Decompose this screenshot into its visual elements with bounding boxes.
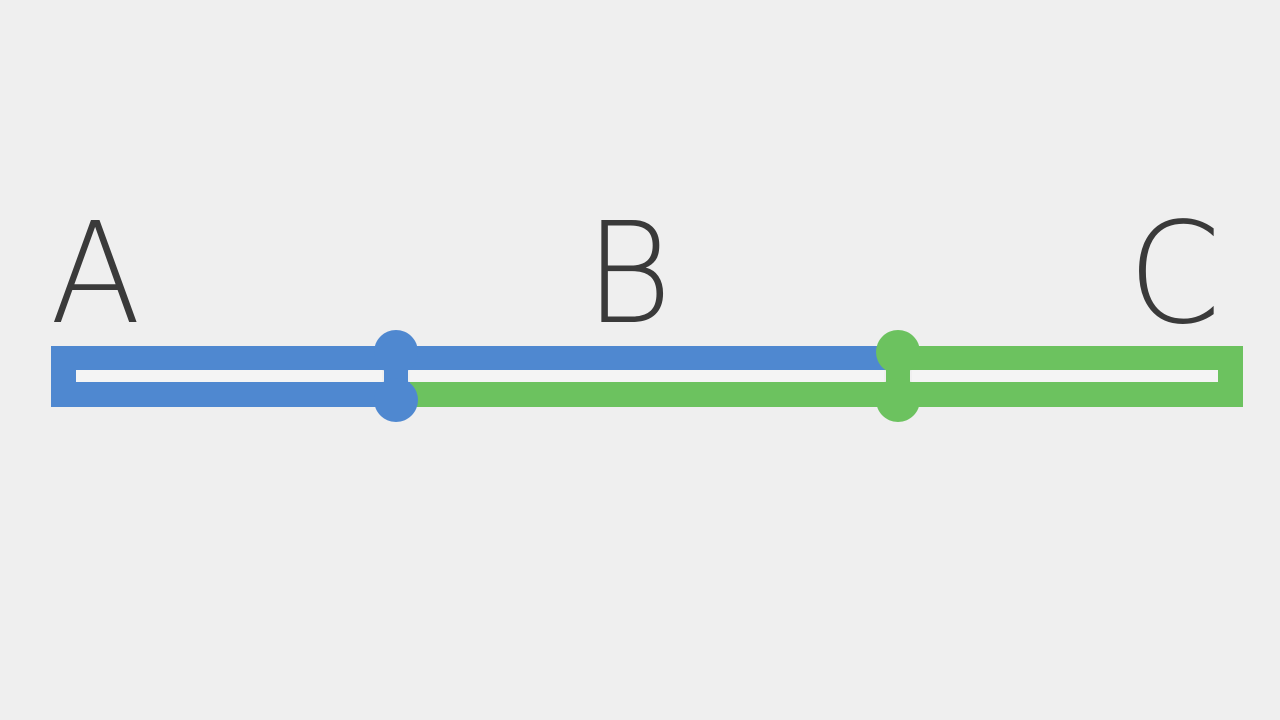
green-marker	[876, 330, 920, 422]
point-label-b: B	[585, 193, 673, 356]
blue-segment	[51, 346, 897, 407]
inner-line	[76, 370, 1218, 382]
point-label-c: C	[1128, 193, 1221, 356]
green-segment	[410, 346, 1243, 407]
point-label-a: A	[50, 193, 141, 356]
blue-marker	[374, 330, 418, 422]
